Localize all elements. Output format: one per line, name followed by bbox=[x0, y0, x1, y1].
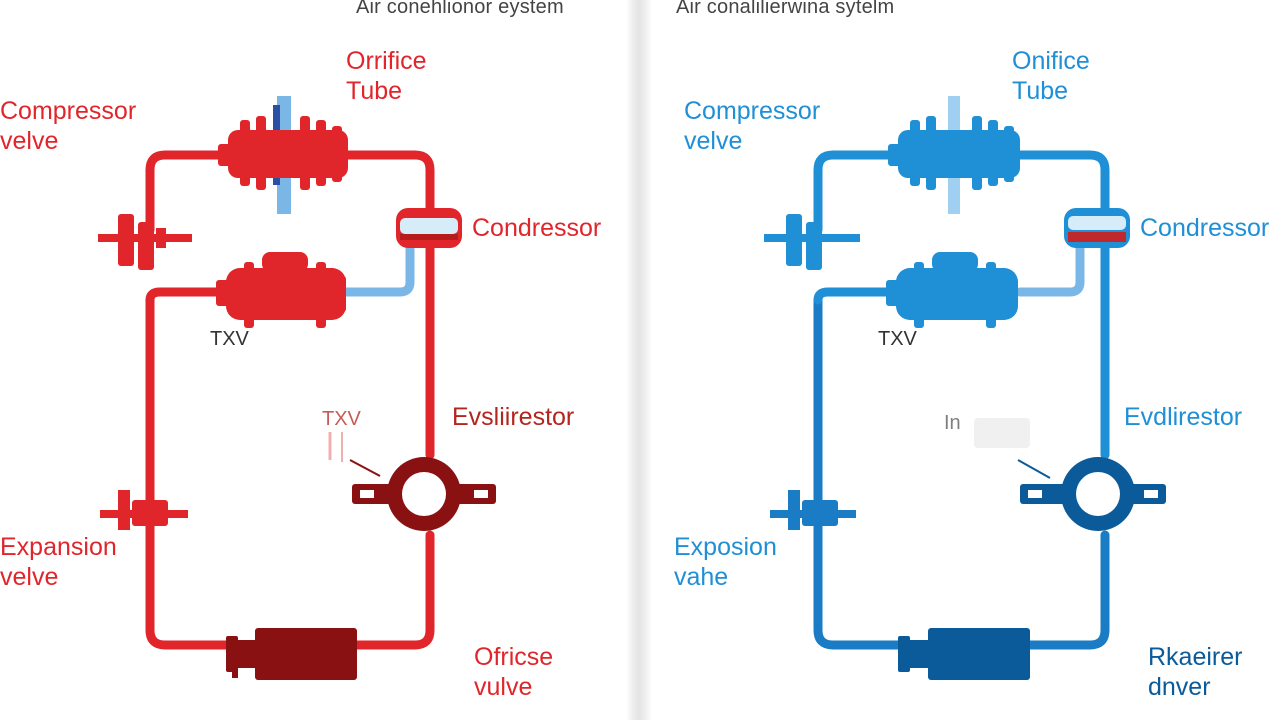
right-label-compressor: Compressor velve bbox=[684, 97, 821, 155]
left-label-orifice-tube: Orrifice Tube bbox=[346, 47, 427, 105]
right-expansion-valve bbox=[770, 490, 856, 530]
left-schematic bbox=[98, 96, 496, 680]
left-evaporator bbox=[352, 457, 496, 531]
right-label-expansion: Exposion vahe bbox=[674, 533, 777, 591]
right-pipes bbox=[813, 150, 1110, 650]
right-label-evaporator: Evdlirestor bbox=[1124, 403, 1243, 431]
left-label-txv-top: TXV bbox=[210, 328, 249, 350]
right-pipe-txv-in bbox=[813, 287, 897, 305]
left-label-compressor: Compressor velve bbox=[0, 97, 137, 155]
left-pipes bbox=[145, 150, 435, 650]
left-label-evaporator: Evsliirestor bbox=[452, 403, 575, 431]
left-label-expansion: Expansion velve bbox=[0, 533, 117, 591]
left-receiver bbox=[226, 628, 357, 680]
right-pipe-loop-bottom bbox=[813, 295, 1110, 650]
right-label-txv-top: TXV bbox=[878, 328, 917, 350]
left-condenser bbox=[396, 208, 462, 248]
right-schematic bbox=[764, 96, 1166, 680]
left-pipe-blue bbox=[340, 240, 415, 297]
right-pipe-light bbox=[1015, 240, 1085, 297]
right-evaporator bbox=[1020, 457, 1166, 531]
right-label-condenser: Condressor bbox=[1140, 214, 1270, 242]
right-label-orifice-tube: Onifice Tube bbox=[1012, 47, 1090, 105]
right-label-txv-mid: In bbox=[944, 412, 961, 434]
left-expansion-valve bbox=[100, 490, 188, 530]
left-txv-valve bbox=[216, 252, 346, 328]
left-panel: Air conehlionor eystem Orrifice Tube Com… bbox=[0, 0, 602, 701]
left-title: Air conehlionor eystem bbox=[356, 0, 564, 18]
left-pipe-loop-bottom bbox=[145, 295, 435, 650]
left-label-txv-mid: TXV bbox=[322, 408, 361, 430]
right-leader bbox=[1017, 459, 1051, 479]
right-blurred-tag bbox=[974, 418, 1030, 448]
left-side-valve-top bbox=[98, 214, 192, 270]
left-label-bottom-right: Ofricse vulve bbox=[474, 643, 554, 701]
left-label-condenser: Condressor bbox=[472, 214, 602, 242]
panel-divider bbox=[626, 0, 652, 720]
right-panel: Air conalilierwina sytelm Onifice Tube C… bbox=[640, 0, 1280, 720]
right-title: Air conalilierwina sytelm bbox=[676, 0, 895, 18]
right-side-valve-top bbox=[764, 214, 860, 270]
right-txv-valve bbox=[886, 252, 1018, 328]
left-txv-leader bbox=[349, 459, 381, 477]
left-compressor bbox=[218, 116, 348, 190]
right-condenser bbox=[1064, 208, 1130, 248]
right-label-bottom-right: Rkaeirer dnver bbox=[1148, 643, 1243, 701]
right-compressor bbox=[888, 116, 1020, 190]
right-receiver bbox=[898, 628, 1030, 680]
left-pipe-txv-in bbox=[145, 287, 230, 305]
